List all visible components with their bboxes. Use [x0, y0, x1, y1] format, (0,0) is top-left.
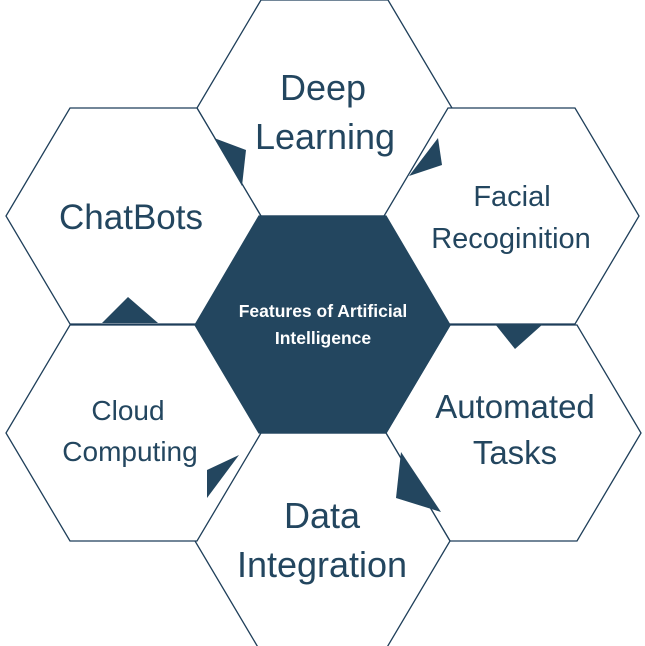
- label-data-integration-line2: Integration: [237, 544, 407, 585]
- label-facial-recognition-line2: Recoginition: [431, 223, 591, 255]
- label-chatbots: ChatBots: [59, 198, 203, 237]
- label-automated-tasks-line2: Tasks: [473, 434, 557, 471]
- label-deep-learning-line2: Learning: [255, 116, 395, 157]
- notch-automated-tasks: [495, 324, 543, 349]
- label-facial-recognition-line1: Facial: [473, 181, 550, 213]
- label-cloud-computing-line1: Cloud: [91, 395, 164, 426]
- notch-chatbots: [102, 297, 158, 323]
- notch-data-integration: [396, 452, 441, 512]
- label-deep-learning-line1: Deep: [280, 67, 366, 108]
- label-automated-tasks-line1: Automated: [435, 388, 595, 425]
- label-cloud-computing-line2: Computing: [62, 436, 197, 467]
- label-center-line1: Features of Artificial: [239, 301, 408, 321]
- notch-deep-learning: [214, 138, 246, 186]
- notch-cloud-computing: [207, 455, 239, 498]
- label-data-integration-line1: Data: [284, 495, 361, 536]
- notch-facial-recognition: [409, 138, 442, 176]
- hex-center: [194, 215, 451, 434]
- label-center-line2: Intelligence: [275, 328, 372, 348]
